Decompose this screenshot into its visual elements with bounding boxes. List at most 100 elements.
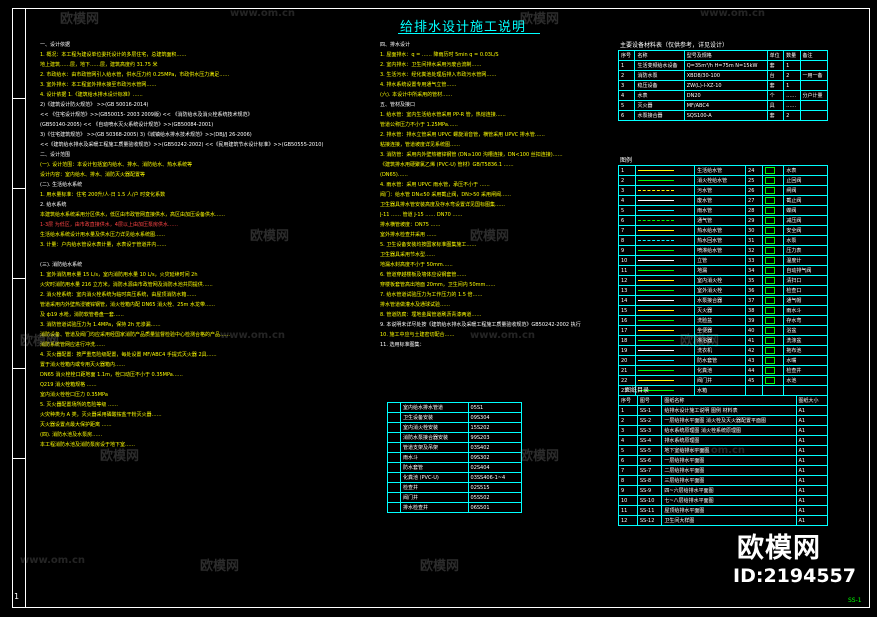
note-line: <<《建筑给水排水及采暖工程施工质量验收规范》>>(GB50242-2002) … [40,142,324,148]
table-cell: SQS100-A [683,110,768,121]
table-cell [634,305,696,316]
table-cell: XBD8/30-100 [683,70,768,81]
legend-line-symbol [637,309,674,311]
legend-icon-symbol [764,187,775,194]
table-cell [387,472,401,483]
note-line: 排水横管坡度：DN75 …… [380,222,441,228]
table-cell: 套 [766,60,785,71]
legend-line-symbol [637,259,674,261]
table-cell: 5 [617,100,636,111]
table-cell: 雨水管 [694,205,747,216]
table-cell: SS-4 [636,435,663,446]
note-line: (六). 本设计中所采用的管材…… [380,92,453,98]
watermark: 欧模网 [520,449,560,464]
table-cell: 42 [745,345,763,356]
legend-icon-symbol [764,267,775,274]
watermark: 欧模网 [520,12,560,27]
legend-icon-symbol [764,227,775,234]
table-cell [634,355,696,366]
legend-icon-symbol [764,277,775,284]
table-cell [387,462,401,473]
table-cell: 41 [745,335,763,346]
table-cell: 44 [745,365,763,376]
table-cell: 水嘴 [783,355,828,366]
legend-line-symbol [637,389,674,391]
legend-icon-symbol [764,297,775,304]
table-cell [761,385,785,396]
table-cell: 一层给排水平面图 [661,455,797,466]
note-line: 9. 本说明未详尽处按《建筑给水排水及采暖工程施工质量验收规范》GB50242-… [380,322,581,328]
table-cell: 26 [745,185,763,196]
drawing-frame [12,8,870,608]
note-line: 3. 室外排水：本工程室外排水接至市政污水管网…… [40,82,157,88]
table-cell [634,265,696,276]
table-cell: 5 [618,205,636,216]
legend-line-symbol [637,209,674,211]
table-cell: SS-2 [636,415,663,426]
table-cell: 水箱 [694,385,747,396]
table-cell: A1 [795,455,828,466]
table-cell: A1 [795,425,828,436]
legend-icon-symbol [764,377,775,384]
note-line: 四、排水设计 [380,42,411,48]
table-cell: 21 [618,365,636,376]
note-line: DN65 消火栓栓口距地面 1.1m，栓口动压不小于 0.35MPa…… [40,372,183,378]
table-cell: 具 [766,100,785,111]
table-cell: 套 [766,110,785,121]
watermark: 欧模网 [60,12,100,27]
note-line: (GB50140-2005) << 《自动喷水灭火系统设计规范》>>(GB500… [40,122,214,128]
note-line: 阀门：给水管 DN≤50 采用截止阀，DN>50 采用闸阀…… [380,192,512,198]
table-cell: 水泵 [783,235,828,246]
table-cell: SS-7 [636,465,663,476]
note-line: 1. 概况：本工程为建设单位委托设计的多层住宅，总建筑面积…… [40,52,187,58]
note-line: 1-3层 为低区，由市政直接供水，4层以上由加压泵房供水…… [40,222,178,228]
table-cell [761,195,785,206]
table-cell: 16 [618,315,636,326]
table-cell [634,175,696,186]
table-cell: A1 [795,415,828,426]
table-cell [761,255,785,266]
table-cell: 36 [745,285,763,296]
table-cell [761,355,785,366]
watermark: www.om.cn [470,330,536,341]
note-line: 管道公称压力不小于 1.25MPa…… [380,122,458,128]
table-cell [761,245,785,256]
table-cell: 1 [618,405,638,416]
table-cell: 单位 [766,50,785,61]
table-cell: 13 [618,285,636,296]
table-cell: 检查井 [783,365,828,376]
equipment-table-title: 主要设备材料表（仅供参考，详见设计） [620,42,729,49]
table-cell: 稳压设备 [634,80,685,91]
legend-icon-symbol [764,337,775,344]
table-cell [761,295,785,306]
table-cell: 室外消火栓 [694,285,747,296]
table-cell [799,100,829,111]
table-cell: 减压阀 [783,215,828,226]
table-cell: A1 [795,465,828,476]
note-line: 2. 市政给水：由市政管网引入给水管，供水压力约 0.25MPa，市政供水压力满… [40,72,230,78]
table-cell: 6 [617,110,636,121]
table-cell: 20 [618,355,636,366]
table-cell: 二层给排水平面图 [661,465,797,476]
table-cell [387,502,401,513]
table-cell: 清扫口 [783,275,828,286]
table-cell: 4 [617,90,636,101]
page-number: 1 [14,592,20,601]
note-line: 室内消火栓栓口压力 0.35MPa [40,392,108,398]
note-line: 3. 消防管道试验压力为 1.4MPa，保持 2h 无渗漏…… [40,322,161,328]
